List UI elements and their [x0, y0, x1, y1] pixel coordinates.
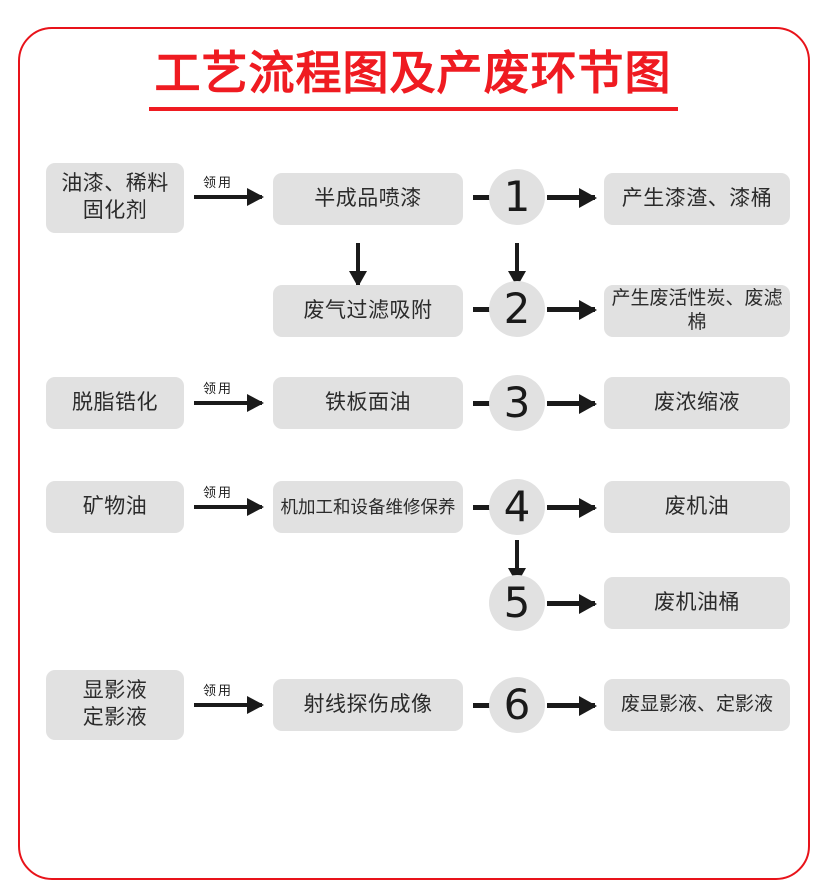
page-title: 工艺流程图及产废环节图	[148, 47, 678, 111]
output-box-row4: 废机油	[604, 481, 790, 533]
waste-arrow-row4	[547, 505, 595, 510]
red-border-frame	[18, 27, 810, 880]
supply-arrow-label-row1: 领用	[203, 175, 234, 190]
waste-node-circle-1: 1	[489, 169, 545, 225]
process-box-row3: 铁板面油	[273, 377, 463, 429]
supply-arrow-label-row6: 领用	[203, 683, 234, 698]
waste-arrow-row5	[547, 601, 595, 606]
output-box-row3: 废浓缩液	[604, 377, 790, 429]
waste-node-circle-2: 2	[489, 281, 545, 337]
output-box-row5: 废机油桶	[604, 577, 790, 629]
supply-arrow-row1	[194, 195, 262, 199]
input-box-row3: 脱脂锆化	[46, 377, 184, 429]
waste-node-circle-6: 6	[489, 677, 545, 733]
supply-arrow-row3	[194, 401, 262, 405]
input-box-row1: 油漆、稀料 固化剂	[46, 163, 184, 233]
input-box-row6: 显影液 定影液	[46, 670, 184, 740]
waste-node-circle-4: 4	[489, 479, 545, 535]
waste-arrow-row3	[547, 401, 595, 406]
process-box-row4: 机加工和设备维修保养	[273, 481, 463, 533]
supply-arrow-label-row3: 领用	[203, 381, 234, 396]
process-down-arrow-row1-to-row2	[356, 243, 360, 285]
waste-node-circle-5: 5	[489, 575, 545, 631]
waste-arrow-row6	[547, 703, 595, 708]
page-title-container: 工艺流程图及产废环节图	[0, 47, 826, 111]
process-box-row2: 废气过滤吸附	[273, 285, 463, 337]
supply-arrow-row4	[194, 505, 262, 509]
input-box-row4: 矿物油	[46, 481, 184, 533]
output-box-row1: 产生漆渣、漆桶	[604, 173, 790, 225]
waste-arrow-row2	[547, 307, 595, 312]
process-box-row6: 射线探伤成像	[273, 679, 463, 731]
waste-arrow-row1	[547, 195, 595, 200]
waste-down-arrow-node1-to-node2	[515, 243, 519, 285]
supply-arrow-row6	[194, 703, 262, 707]
output-box-row2: 产生废活性炭、废滤棉	[604, 285, 790, 337]
waste-down-arrow-node4-to-node5	[515, 540, 519, 582]
process-box-row1: 半成品喷漆	[273, 173, 463, 225]
output-box-row6: 废显影液、定影液	[604, 679, 790, 731]
supply-arrow-label-row4: 领用	[203, 485, 234, 500]
waste-node-circle-3: 3	[489, 375, 545, 431]
